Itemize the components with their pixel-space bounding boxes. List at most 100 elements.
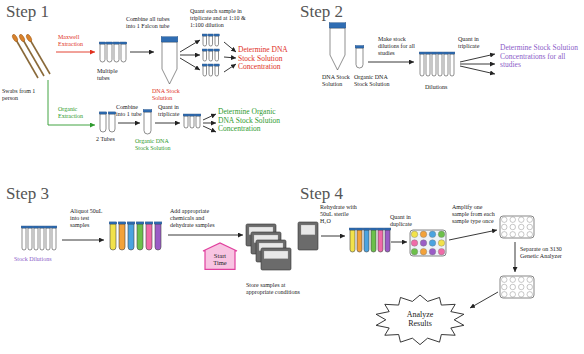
sample-tube xyxy=(425,52,431,76)
flow-arrow xyxy=(180,40,200,52)
flow-arrow xyxy=(449,230,497,240)
sample-tube xyxy=(437,52,443,76)
flow-arrow xyxy=(203,114,216,120)
step-note: Quant each sample in triplicate and at 1… xyxy=(190,8,250,29)
sample-bag xyxy=(261,248,291,270)
sample-tube xyxy=(143,110,152,134)
sample-tube xyxy=(214,64,219,76)
start-arrow: Start Time xyxy=(203,243,237,269)
sample-tube xyxy=(355,46,364,68)
sample-tube xyxy=(208,49,213,61)
method-label: Organic Extraction xyxy=(58,106,94,120)
sample-plate xyxy=(500,276,534,298)
sample-tube xyxy=(118,222,126,250)
step-note: Combine all tubes into 1 Falcon tube xyxy=(126,16,172,30)
flow-arrow xyxy=(180,55,200,56)
sample-tube xyxy=(208,34,213,46)
result-label: Determine DNA Stock Solution Concentrati… xyxy=(238,46,290,72)
sample-tube xyxy=(136,222,144,250)
step-note: Quant in duplicate xyxy=(390,214,418,228)
step-note: Swabs from 1 person xyxy=(2,88,40,102)
step-note: Add appropriate chemicals and dehydrate … xyxy=(170,208,218,229)
sample-tube xyxy=(195,114,201,128)
sample-tube xyxy=(109,222,117,250)
solution-label: DNA Stock Solution xyxy=(322,74,354,88)
step-note: Rehydrate with 50uL sterile H₂O xyxy=(320,204,360,225)
method-label: Maxwell Extraction xyxy=(58,34,94,48)
sample-tube xyxy=(183,114,189,128)
sample-tube xyxy=(208,64,213,76)
step-note: Dilutions xyxy=(425,84,455,91)
result-burst: Analyze Results xyxy=(375,295,465,345)
step-note: Make stock dilutions for all studies xyxy=(378,36,422,57)
sample-tube xyxy=(27,226,33,250)
sample-bag xyxy=(298,222,318,250)
sample-tube xyxy=(120,42,127,62)
sample-tube xyxy=(154,222,162,250)
solution-label: Stock Dilutions xyxy=(14,256,58,263)
flow-arrow xyxy=(56,52,95,53)
sample-tube xyxy=(39,226,45,250)
solution-label: DNA Stock Solution xyxy=(152,88,188,102)
flow-arrow xyxy=(48,80,95,125)
sample-tube xyxy=(202,64,207,76)
step-heading: Step 2 xyxy=(300,2,343,22)
step-heading: Step 1 xyxy=(6,2,49,22)
sample-tube xyxy=(214,34,219,46)
solution-label: Organic DNA Stock Solution xyxy=(135,138,177,152)
sample-plate xyxy=(500,216,534,238)
node-text: Start Time xyxy=(208,252,232,266)
flow-arrow xyxy=(203,123,216,124)
result-label: Determine Organic DNA Stock Solution Con… xyxy=(218,108,288,134)
sample-tube xyxy=(449,52,455,76)
step-note: Quant in triplicate xyxy=(458,36,492,50)
sample-tube xyxy=(113,42,120,62)
sample-tube xyxy=(145,222,153,250)
sample-tube xyxy=(384,228,391,252)
flow-arrow xyxy=(515,242,516,272)
step-note: Quant in triplicate xyxy=(158,104,188,118)
sample-tube xyxy=(363,228,370,252)
sample-tube xyxy=(329,23,346,70)
sample-tube xyxy=(45,226,51,250)
step-note: Combine into 1 tube xyxy=(116,104,146,118)
sample-tube xyxy=(356,228,363,252)
step-note: Multiple tubes xyxy=(97,68,129,82)
sample-tube xyxy=(21,226,27,250)
sample-tube xyxy=(443,52,449,76)
sample-tube xyxy=(161,37,178,84)
result-label: Determine Stock Solution Concentrations … xyxy=(500,44,578,70)
flow-arrow xyxy=(224,42,236,52)
sample-tube xyxy=(370,228,377,252)
node-text: Analyze Results xyxy=(395,311,445,329)
sample-tube xyxy=(99,42,106,62)
flow-arrow xyxy=(168,235,243,236)
flow-arrow xyxy=(460,66,495,74)
flow-arrow xyxy=(203,126,216,132)
sample-tube xyxy=(419,52,425,76)
sample-tube xyxy=(349,228,356,252)
step-note: Aliquot 50uL into test samples xyxy=(70,208,106,229)
flow-arrow xyxy=(62,240,104,241)
flow-arrow xyxy=(224,64,236,72)
sample-plate xyxy=(410,230,446,256)
sample-tube xyxy=(108,112,116,132)
solution-label: Organic DNA Stock Solution xyxy=(354,74,390,88)
flow-arrow xyxy=(391,242,407,243)
sample-tube xyxy=(51,226,57,250)
swab xyxy=(11,34,38,78)
sample-tube xyxy=(106,42,113,62)
sample-tube xyxy=(33,226,39,250)
step-heading: Step 4 xyxy=(300,184,343,204)
step-heading: Step 3 xyxy=(6,184,49,204)
flow-arrow xyxy=(224,57,236,58)
sample-tube xyxy=(202,34,207,46)
sample-tube xyxy=(214,49,219,61)
step-note: Amplify one sample from each sample type… xyxy=(452,204,498,225)
step-note: 2 Tubes xyxy=(96,136,124,143)
sample-tube xyxy=(431,52,437,76)
flow-arrow xyxy=(180,58,200,70)
step-note: Store samples at appropriate conditions xyxy=(246,282,302,296)
